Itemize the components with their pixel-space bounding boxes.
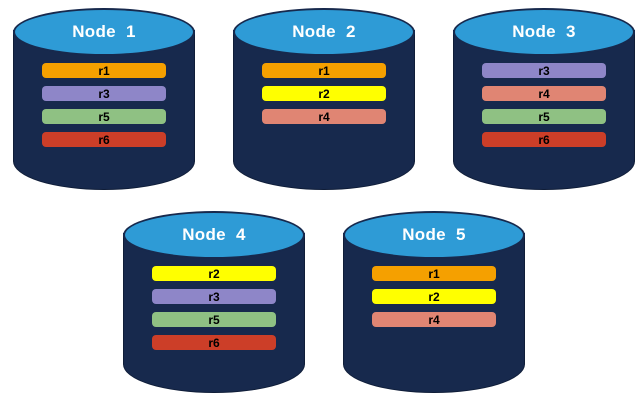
shard-r4: r4 — [482, 86, 606, 101]
cylinder-top-icon — [343, 211, 525, 259]
shard-r2: r2 — [152, 266, 276, 281]
shard-list: r1 r2 r4 — [233, 63, 415, 124]
shard-r1: r1 — [262, 63, 386, 78]
database-node-1: Node 1 r1 r3 r5 r6 — [13, 8, 195, 190]
shard-r3: r3 — [42, 86, 166, 101]
node-title: Node 2 — [292, 22, 356, 41]
shard-r2: r2 — [262, 86, 386, 101]
shard-r5: r5 — [152, 312, 276, 327]
database-node-2: Node 2 r1 r2 r4 — [233, 8, 415, 190]
shard-list: r3 r4 r5 r6 — [453, 63, 635, 147]
shard-r4: r4 — [372, 312, 496, 327]
cylinder-top-icon — [123, 211, 305, 259]
cylinder-top-icon — [453, 8, 635, 56]
shard-r3: r3 — [482, 63, 606, 78]
node-title: Node 1 — [72, 22, 136, 41]
shard-r6: r6 — [152, 335, 276, 350]
shard-list: r1 r3 r5 r6 — [13, 63, 195, 147]
shard-r5: r5 — [42, 109, 166, 124]
shard-r3: r3 — [152, 289, 276, 304]
database-node-3: Node 3 r3 r4 r5 r6 — [453, 8, 635, 190]
shard-r1: r1 — [42, 63, 166, 78]
cylinder-top-icon — [233, 8, 415, 56]
shard-r4: r4 — [262, 109, 386, 124]
shard-r1: r1 — [372, 266, 496, 281]
shard-list: r2 r3 r5 r6 — [123, 266, 305, 350]
cylinder-top-icon — [13, 8, 195, 56]
node-title: Node 3 — [512, 22, 576, 41]
node-title: Node 5 — [402, 225, 466, 244]
database-node-4: Node 4 r2 r3 r5 r6 — [123, 211, 305, 393]
shard-r2: r2 — [372, 289, 496, 304]
node-title: Node 4 — [182, 225, 246, 244]
shard-list: r1 r2 r4 — [343, 266, 525, 327]
shard-r6: r6 — [42, 132, 166, 147]
shard-r6: r6 — [482, 132, 606, 147]
shard-r5: r5 — [482, 109, 606, 124]
database-node-5: Node 5 r1 r2 r4 — [343, 211, 525, 393]
